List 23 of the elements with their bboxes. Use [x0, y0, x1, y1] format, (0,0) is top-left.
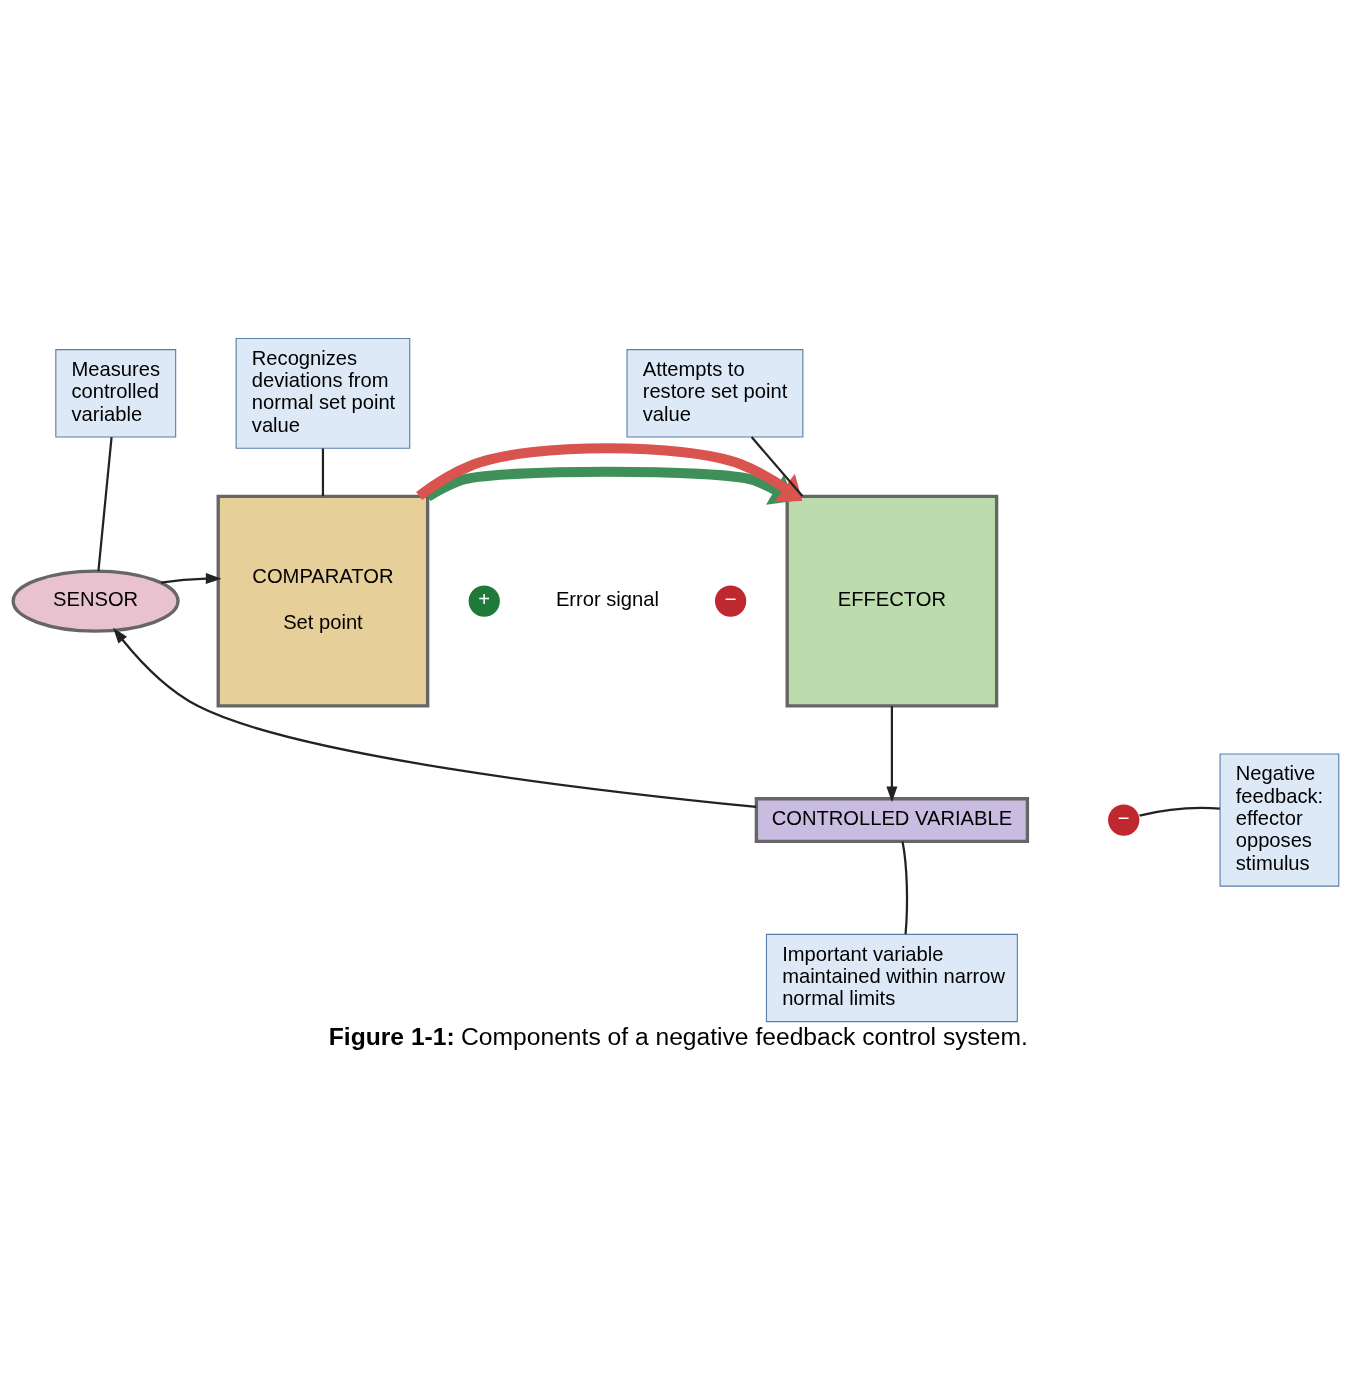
node-circle: − [713, 583, 748, 618]
node-circle: − [1106, 802, 1141, 837]
connector [750, 435, 804, 497]
node-box: COMPARATOR Set point [216, 494, 430, 707]
connector [1139, 806, 1220, 817]
arrow [416, 442, 803, 502]
caption: Figure 1-1: Components of a negative feedback control system. [328, 1022, 1028, 1050]
node-circle: + [467, 583, 501, 618]
arrow [886, 705, 898, 802]
node-box: Important variable maintained within narrow normal limits [765, 933, 1018, 1022]
node-box: EFFECTOR [785, 494, 999, 707]
node-box: CONTROLLED VARIABLE [754, 796, 1030, 843]
arrow [160, 572, 222, 584]
connector [901, 840, 909, 934]
label: Error signal [555, 587, 659, 610]
connector [321, 448, 325, 496]
arrow [113, 627, 757, 808]
node-box: Attempts to restore set point value [626, 348, 804, 438]
node-box: Measures controlled variable [55, 348, 177, 438]
node-ellipse: SENSOR [11, 569, 180, 633]
node-box: Recognizes deviations from normal set point value [235, 337, 411, 449]
connector [97, 436, 113, 571]
node-box: Negative feedback: effector opposes stimulus [1219, 752, 1340, 887]
